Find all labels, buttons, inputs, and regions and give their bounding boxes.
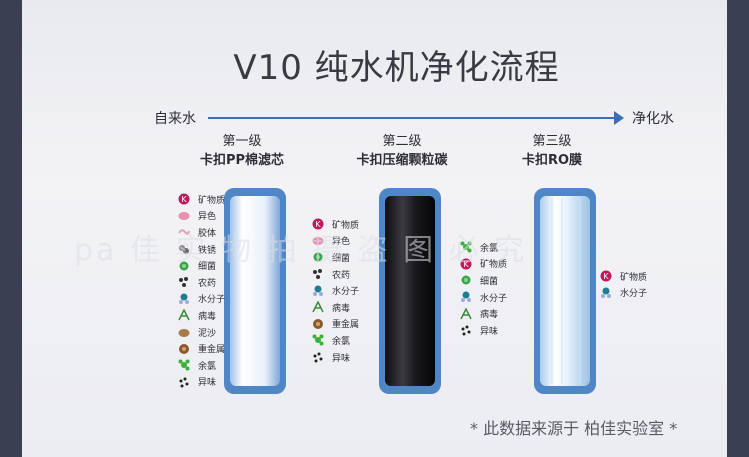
watermark: pa 佳 实 物 拍 摄 盗 图 必 究 — [74, 233, 528, 268]
water-molecule-icon — [178, 293, 190, 305]
flow-end-label: 净化水 — [632, 111, 674, 127]
list-item: 细菌 — [178, 257, 225, 274]
list-item: 细菌 — [312, 249, 359, 266]
list-item: 铁锈 — [178, 241, 225, 258]
water-molecule-icon — [600, 287, 612, 299]
list-item: 农药 — [312, 266, 359, 283]
list-item: 异味 — [460, 322, 507, 339]
list-item: 余氯 — [312, 332, 359, 349]
pesticide-icon — [178, 276, 190, 288]
stage-2-level: 第二级 — [382, 134, 422, 149]
list-item: 病毒 — [178, 307, 225, 324]
list-item: 异味 — [178, 374, 225, 391]
stage-1-label: 第一级 卡扣PP棉滤芯 — [187, 132, 297, 170]
color-blob-icon — [312, 235, 324, 247]
stage-2-filter-name: 卡扣压缩颗粒碳 — [356, 153, 448, 168]
list-item: 异色 — [178, 208, 225, 225]
carbon-cartridge — [379, 188, 441, 394]
stage-3-filter-name: 卡扣RO膜 — [521, 153, 583, 168]
svg-text:K: K — [603, 272, 609, 281]
water-molecule-icon — [460, 291, 472, 303]
chlorine-icon — [312, 334, 324, 346]
list-item: 水分子 — [312, 282, 359, 299]
list-item: 重金属 — [178, 340, 225, 357]
list-item: 水分子 — [460, 289, 507, 306]
mineral-icon: K — [600, 270, 612, 282]
flow-line — [208, 117, 618, 119]
list-item: 水分子 — [178, 291, 225, 308]
virus-icon — [460, 306, 472, 320]
list-item: 胶体 — [178, 224, 225, 241]
list-item: 细菌 — [460, 272, 507, 289]
flow-arrowhead — [614, 111, 624, 125]
rust-icon — [178, 243, 190, 255]
bacteria-icon — [178, 260, 190, 272]
chlorine-icon — [460, 241, 472, 253]
sand-icon — [178, 326, 190, 338]
list-item: 农药 — [178, 274, 225, 291]
mineral-icon: K — [312, 218, 324, 230]
mineral-icon: K — [460, 258, 472, 270]
list-item: 泥沙 — [178, 324, 225, 341]
flow-start-label: 自来水 — [154, 111, 196, 127]
color-blob-icon — [178, 210, 190, 222]
stage-3-level: 第三级 — [532, 134, 572, 149]
colloid-icon — [178, 226, 190, 238]
odor-icon — [178, 376, 190, 388]
bacteria-icon — [460, 274, 472, 286]
pp-cotton-cartridge — [224, 188, 286, 394]
mineral-icon: K — [178, 193, 190, 205]
list-item: 余氯 — [460, 239, 507, 256]
page-title: V10 纯水机净化流程 — [233, 48, 560, 88]
svg-text:K: K — [315, 220, 321, 229]
list-item: 重金属 — [312, 316, 359, 333]
water-molecule-icon — [312, 285, 324, 297]
stage-2-label: 第二级 卡扣压缩颗粒碳 — [342, 132, 462, 170]
list-item: 余氯 — [178, 357, 225, 374]
stage-1-level: 第一级 — [222, 134, 262, 149]
stage-1-filter-name: 卡扣PP棉滤芯 — [199, 153, 285, 168]
pesticide-icon — [312, 268, 324, 280]
list-item: 病毒 — [460, 305, 507, 322]
data-source-note: * 此数据来源于 柏佳实验室 * — [470, 419, 678, 438]
bacteria-icon — [312, 251, 324, 263]
heavy-metal-icon — [178, 343, 190, 355]
heavy-metal-icon — [312, 318, 324, 330]
svg-text:K: K — [463, 260, 469, 269]
odor-icon — [312, 351, 324, 363]
stage-3-label: 第三级 卡扣RO膜 — [502, 132, 602, 170]
list-item: 水分子 — [600, 285, 647, 302]
list-item: 异色 — [312, 233, 359, 250]
list-item: 异味 — [312, 349, 359, 366]
ro-membrane-cartridge — [534, 188, 596, 394]
list-item: 病毒 — [312, 299, 359, 316]
virus-icon — [178, 308, 190, 321]
svg-text:K: K — [181, 195, 187, 204]
virus-icon — [312, 300, 324, 313]
odor-icon — [460, 324, 472, 336]
chlorine-icon — [178, 359, 190, 371]
